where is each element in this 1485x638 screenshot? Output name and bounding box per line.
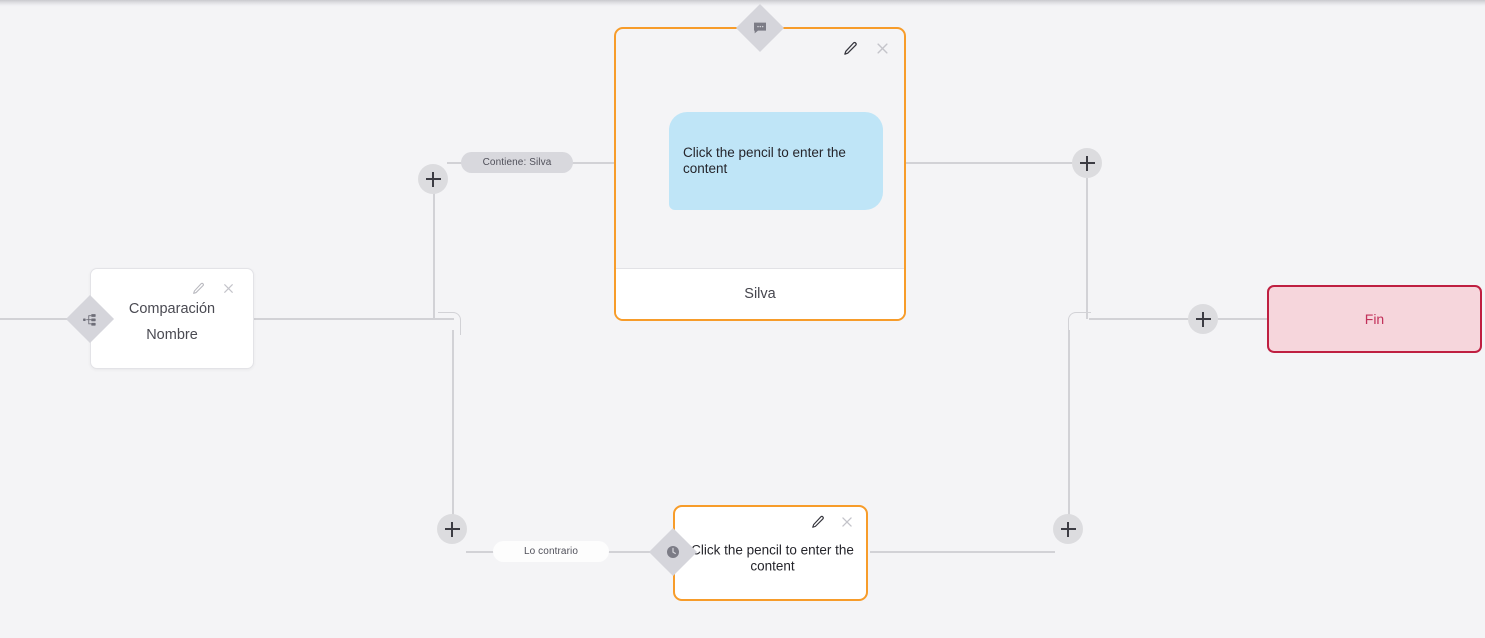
pencil-icon[interactable] — [192, 282, 205, 295]
comparison-node-tools — [192, 282, 235, 295]
message-node-footer: Silva — [616, 268, 904, 319]
connector-false-riser — [452, 330, 454, 529]
connector-badge-to-message — [562, 162, 617, 164]
message-node-tools — [843, 41, 890, 56]
close-icon[interactable] — [222, 282, 235, 295]
connector-incoming — [0, 318, 74, 320]
close-icon[interactable] — [875, 41, 890, 56]
pencil-icon[interactable] — [843, 41, 858, 56]
connector-false-corner-top — [438, 312, 461, 335]
add-step-branch-true-button[interactable] — [418, 164, 448, 194]
clock-icon — [665, 544, 681, 560]
edge-label-otherwise-text: Lo contrario — [523, 546, 578, 557]
connector-merge-true-drop — [1086, 178, 1088, 319]
connector-wait-to-merge — [870, 551, 1055, 553]
branch-split-icon — [83, 312, 98, 327]
wait-node-handle[interactable] — [648, 527, 698, 577]
wait-node[interactable]: Click the pencil to enter the content — [673, 505, 868, 601]
edge-label-otherwise[interactable]: Lo contrario — [493, 541, 609, 562]
add-step-before-end-button[interactable] — [1188, 304, 1218, 334]
message-node-handle[interactable] — [735, 3, 785, 53]
connector-merge-corner — [1068, 312, 1091, 335]
wait-node-tools — [811, 515, 854, 529]
top-edge-shadow — [0, 0, 1485, 7]
add-step-merge-true-button[interactable] — [1072, 148, 1102, 178]
end-node-label: Fin — [1364, 311, 1385, 327]
connector-spine-to-end-plus — [1089, 318, 1189, 320]
add-step-branch-false-button[interactable] — [437, 514, 467, 544]
edge-label-contains-silva[interactable]: Contiene: Silva — [461, 152, 573, 173]
message-bubble: Click the pencil to enter the content — [669, 112, 883, 210]
connector-message-to-merge — [904, 162, 1074, 164]
message-node-footer-label: Silva — [744, 286, 776, 302]
edge-label-contains-silva-text: Contiene: Silva — [482, 157, 552, 168]
pencil-icon[interactable] — [811, 515, 825, 529]
chat-bubble-icon — [752, 20, 768, 36]
add-step-merge-false-button[interactable] — [1053, 514, 1083, 544]
comparison-node-title: Comparación — [128, 301, 216, 317]
connector-false-to-badge — [466, 551, 494, 553]
close-icon[interactable] — [840, 515, 854, 529]
connector-badge-to-wait — [608, 551, 658, 553]
connector-true-riser — [433, 179, 435, 319]
comparison-node-subtitle: Nombre — [146, 327, 198, 343]
wait-node-text: Click the pencil to enter the content — [691, 542, 854, 574]
connector-plus-to-end — [1217, 318, 1268, 320]
comparison-node[interactable]: Comparación Nombre — [90, 268, 254, 369]
connector-true-to-badge — [447, 162, 472, 164]
message-node[interactable]: Click the pencil to enter the content Si… — [614, 27, 906, 321]
comparison-node-handle[interactable] — [65, 294, 115, 344]
connector-merge-false-riser — [1068, 330, 1070, 529]
end-node[interactable]: Fin — [1267, 285, 1482, 353]
message-bubble-text: Click the pencil to enter the content — [683, 144, 846, 176]
connector-comparison-out — [254, 318, 454, 320]
